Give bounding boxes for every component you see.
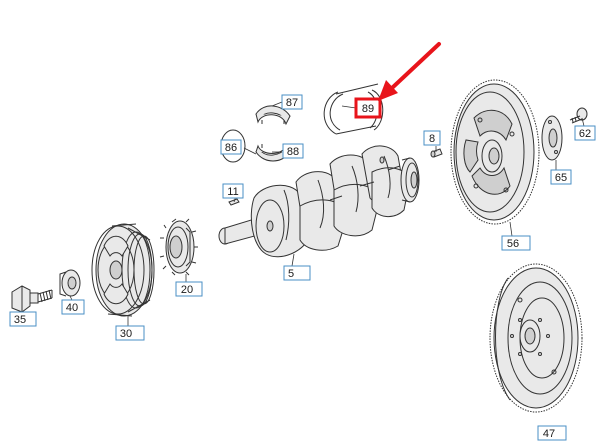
pin-8: [430, 148, 443, 158]
highlight-box: [354, 97, 382, 119]
svg-text:20: 20: [181, 284, 193, 296]
callout-20[interactable]: 20: [175, 281, 203, 297]
svg-text:5: 5: [288, 268, 294, 280]
flywheel-47: [489, 263, 583, 413]
thrust-washers-89: [323, 83, 384, 135]
plate-65: [541, 115, 563, 161]
callout-35[interactable]: 35: [9, 311, 37, 327]
callout-88[interactable]: 88: [282, 143, 304, 159]
svg-text:89: 89: [362, 103, 374, 115]
svg-text:65: 65: [555, 172, 567, 184]
svg-text:8: 8: [429, 133, 435, 145]
callout-65[interactable]: 65: [550, 169, 572, 185]
flex-plate-56: [450, 79, 540, 225]
callout-47[interactable]: 47: [537, 425, 567, 441]
svg-text:47: 47: [543, 428, 555, 440]
callout-8[interactable]: 8: [423, 130, 441, 146]
callout-30[interactable]: 30: [115, 325, 145, 341]
svg-text:11: 11: [227, 186, 238, 198]
callout-89[interactable]: 89: [354, 97, 382, 119]
svg-text:86: 86: [225, 142, 237, 154]
callout-62[interactable]: 62: [574, 125, 596, 141]
svg-text:30: 30: [120, 328, 132, 340]
svg-text:40: 40: [66, 302, 78, 314]
svg-text:87: 87: [286, 97, 298, 109]
svg-text:88: 88: [287, 146, 299, 158]
bolt-62: [569, 107, 588, 124]
gear-20: [159, 218, 198, 276]
callout-87[interactable]: 87: [281, 94, 303, 110]
bolt-35: [11, 285, 53, 313]
pulley-30: [91, 223, 155, 317]
callout-86[interactable]: 86: [220, 139, 242, 155]
svg-text:62: 62: [579, 128, 591, 140]
svg-text:35: 35: [14, 314, 26, 326]
callout-11[interactable]: 11: [222, 183, 244, 199]
crankshaft-5: [218, 145, 420, 258]
svg-text:56: 56: [507, 238, 519, 250]
callout-5[interactable]: 5: [283, 265, 311, 281]
washer-40: [59, 269, 81, 297]
callout-40[interactable]: 40: [61, 299, 85, 315]
pointer-arrow: [378, 42, 441, 101]
callout-56[interactable]: 56: [501, 235, 531, 251]
